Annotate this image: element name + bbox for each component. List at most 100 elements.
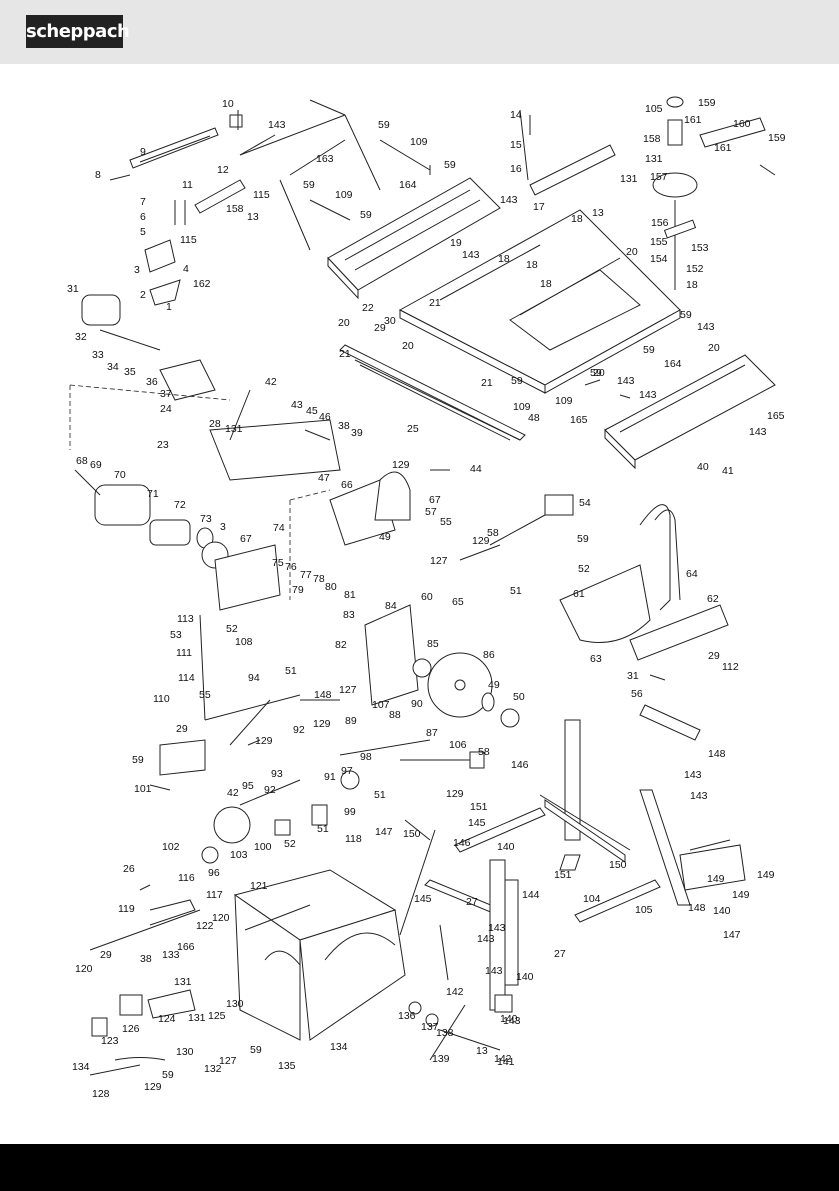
part-number-label: 84 xyxy=(385,600,397,612)
part-number-label: 40 xyxy=(697,461,709,473)
part-number-label: 76 xyxy=(285,561,297,573)
part-number-label: 61 xyxy=(573,588,585,600)
part-number-label: 88 xyxy=(389,709,401,721)
part-number-label: 13 xyxy=(247,211,259,223)
part-number-label: 139 xyxy=(432,1053,450,1065)
part-number-label: 105 xyxy=(635,904,653,916)
part-number-label: 42 xyxy=(265,376,277,388)
part-number-label: 130 xyxy=(176,1046,194,1058)
part-number-label: 26 xyxy=(123,863,135,875)
part-number-label: 141 xyxy=(497,1056,515,1068)
part-number-label: 59 xyxy=(378,119,390,131)
part-number-label: 162 xyxy=(193,278,211,290)
part-number-label: 45 xyxy=(306,405,318,417)
part-number-label: 148 xyxy=(314,689,332,701)
part-number-label: 91 xyxy=(324,771,336,783)
part-number-label: 143 xyxy=(690,790,708,802)
miter-gauge-part xyxy=(519,96,776,290)
part-number-label: 24 xyxy=(160,403,172,415)
part-number-label: 23 xyxy=(157,439,169,451)
part-number-label: 29 xyxy=(708,650,720,662)
part-number-label: 80 xyxy=(325,581,337,593)
part-number-label: 46 xyxy=(319,411,331,423)
part-number-label: 151 xyxy=(554,869,572,881)
part-number-label: 85 xyxy=(427,638,439,650)
part-number-label: 94 xyxy=(248,672,260,684)
shaft-part xyxy=(229,699,485,790)
support-arm-part xyxy=(239,99,431,251)
part-number-label: 29 xyxy=(176,723,188,735)
part-number-label: 134 xyxy=(72,1061,90,1073)
part-number-label: 20 xyxy=(708,342,720,354)
part-number-label: 140 xyxy=(516,971,534,983)
part-number-label: 21 xyxy=(481,377,493,389)
part-number-label: 99 xyxy=(344,806,356,818)
part-number-label: 156 xyxy=(651,217,669,229)
part-number-label: 120 xyxy=(75,963,93,975)
motor-part xyxy=(69,384,231,569)
part-number-label: 136 xyxy=(398,1010,416,1022)
part-number-label: 96 xyxy=(208,867,220,879)
part-number-label: 159 xyxy=(698,97,716,109)
extension-table-right xyxy=(604,354,776,470)
part-number-label: 38 xyxy=(338,420,350,432)
part-number-label: 68 xyxy=(76,455,88,467)
part-number-label: 140 xyxy=(713,905,731,917)
part-number-label: 143 xyxy=(500,194,518,206)
stand-legs-part xyxy=(399,704,746,1013)
part-number-label: 109 xyxy=(513,401,531,413)
part-number-label: 131 xyxy=(620,173,638,185)
part-number-label: 118 xyxy=(345,833,362,845)
part-number-label: 143 xyxy=(697,321,715,333)
part-number-label: 123 xyxy=(101,1035,119,1047)
part-number-label: 74 xyxy=(273,522,285,534)
part-number-label: 59 xyxy=(577,533,589,545)
part-number-label: 120 xyxy=(212,912,230,924)
part-number-label: 83 xyxy=(343,609,355,621)
part-number-label: 143 xyxy=(639,389,657,401)
part-number-label: 47 xyxy=(318,472,330,484)
table-insert-plate xyxy=(529,144,616,196)
part-number-label: 22 xyxy=(362,302,374,314)
part-number-label: 34 xyxy=(107,361,119,373)
part-number-label: 166 xyxy=(177,941,195,953)
part-number-label: 54 xyxy=(579,497,591,509)
part-number-label: 51 xyxy=(285,665,297,677)
part-number-label: 51 xyxy=(317,823,329,835)
handle-clamp-part xyxy=(81,294,216,401)
part-number-label: 143 xyxy=(268,119,286,131)
part-number-label: 72 xyxy=(174,499,186,511)
rip-rail-part xyxy=(339,344,526,441)
part-number-label: 107 xyxy=(372,699,390,711)
part-number-label: 147 xyxy=(375,826,393,838)
part-number-label: 75 xyxy=(272,557,284,569)
part-number-label: 160 xyxy=(733,118,751,130)
part-number-label: 129 xyxy=(392,459,410,471)
part-number-label: 140 xyxy=(500,1013,518,1025)
part-number-label: 49 xyxy=(488,679,500,691)
part-number-label: 143 xyxy=(477,933,495,945)
part-number-label: 58 xyxy=(478,746,490,758)
part-number-label: 11 xyxy=(182,179,193,191)
part-number-label: 67 xyxy=(240,533,252,545)
part-number-label: 143 xyxy=(462,249,480,261)
part-number-label: 149 xyxy=(732,889,750,901)
scheppach-logo: scheppach xyxy=(26,15,130,48)
part-number-label: 124 xyxy=(158,1013,176,1025)
part-number-label: 152 xyxy=(686,263,704,275)
part-number-label: 51 xyxy=(510,585,522,597)
part-number-label: 146 xyxy=(511,759,529,771)
part-number-label: 60 xyxy=(421,591,433,603)
part-number-label: 135 xyxy=(278,1060,296,1072)
part-number-label: 122 xyxy=(196,920,214,932)
part-number-label: 102 xyxy=(162,841,180,853)
part-number-label: 90 xyxy=(411,698,423,710)
part-number-label: 58 xyxy=(487,527,499,539)
part-number-label: 73 xyxy=(200,513,212,525)
rear-bracket-part xyxy=(459,494,574,561)
part-number-label: 145 xyxy=(414,893,432,905)
part-number-label: 2 xyxy=(140,289,146,301)
part-number-label: 131 xyxy=(645,153,663,165)
part-number-label: 8 xyxy=(95,169,101,181)
